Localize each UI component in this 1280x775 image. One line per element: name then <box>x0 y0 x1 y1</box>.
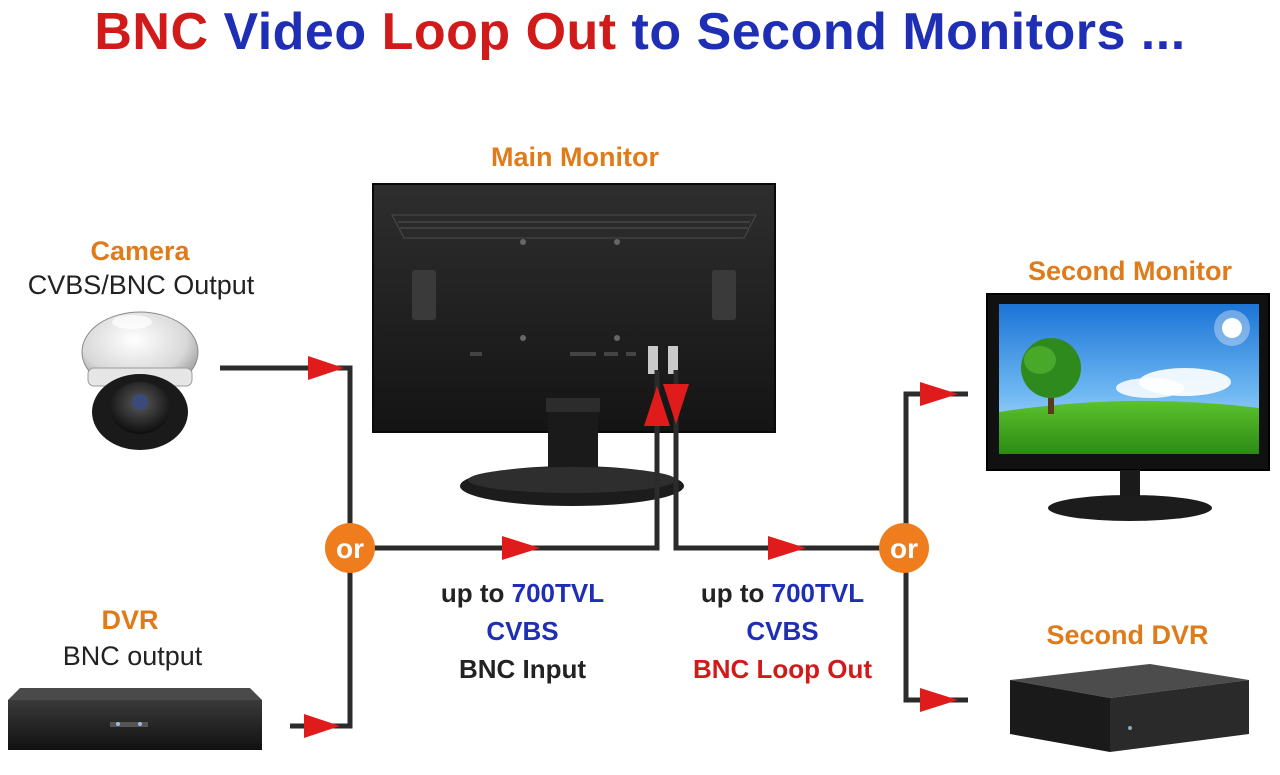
title-video: Video <box>223 3 367 61</box>
signal-arrows <box>304 356 958 738</box>
output-spec-prefix: up to <box>700 578 772 608</box>
input-spec: up to 700TVL CVBS BNC Input <box>400 574 645 688</box>
dvr-label: DVR <box>101 605 159 635</box>
input-spec-resolution: 700TVL <box>511 578 605 608</box>
title-bnc: BNC <box>94 3 209 61</box>
arrow-camera <box>308 356 344 380</box>
input-spec-prefix: up to <box>440 578 512 608</box>
arrow-dvr <box>304 714 340 738</box>
second-monitor-label: Second Monitor <box>1028 256 1232 286</box>
camera-desc: CVBS/BNC Output <box>27 270 255 300</box>
second-monitor-image <box>986 293 1270 521</box>
arrow-loop-out <box>768 536 806 560</box>
dvr-desc: BNC output <box>62 641 203 671</box>
dvr-image <box>8 688 262 750</box>
output-spec-format: CVBS <box>746 616 819 646</box>
page-title: BNC Video Loop Out to Second Monitors ..… <box>0 2 1280 62</box>
camera-image <box>81 311 199 450</box>
second-dvr-image <box>1010 664 1249 752</box>
main-monitor-image <box>372 183 776 506</box>
output-spec-port: BNC Loop Out <box>692 654 873 684</box>
second-dvr-label: Second DVR <box>1046 620 1209 650</box>
input-spec-format: CVBS <box>486 616 559 646</box>
main-monitor-label: Main Monitor <box>491 142 659 172</box>
arrow-bnc-out <box>663 384 689 424</box>
title-loop-out: Loop Out <box>381 3 617 61</box>
or-text-left: or <box>336 533 364 564</box>
output-spec-resolution: 700TVL <box>771 578 865 608</box>
arrow-second-dvr <box>920 688 958 712</box>
output-spec: up to 700TVL CVBS BNC Loop Out <box>655 574 910 688</box>
camera-label: Camera <box>90 236 190 266</box>
or-badge-left: or <box>325 523 375 573</box>
arrow-to-monitor <box>502 536 540 560</box>
arrow-second-monitor <box>920 382 958 406</box>
or-text-right: or <box>890 533 918 564</box>
or-badge-right: or <box>879 523 929 573</box>
title-second-monitors: to Second Monitors ... <box>631 3 1186 61</box>
input-spec-port: BNC Input <box>458 654 587 684</box>
arrow-bnc-in <box>644 386 670 426</box>
